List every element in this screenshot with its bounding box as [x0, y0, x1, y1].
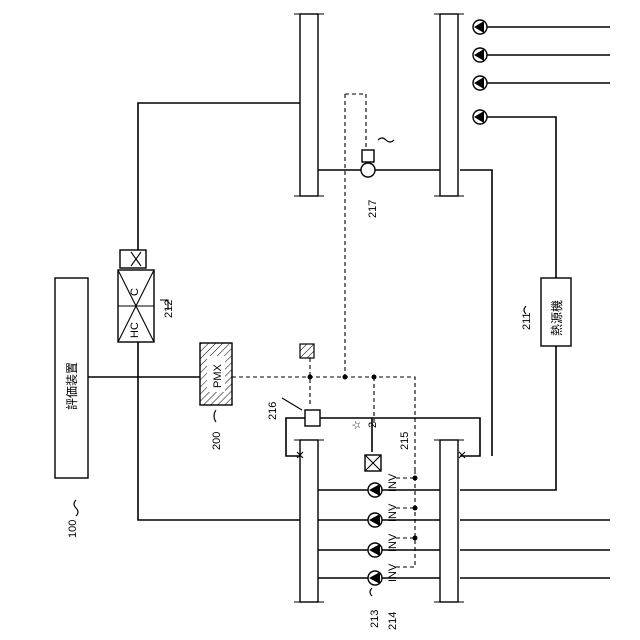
- pipe-ahu-supply: [138, 103, 300, 250]
- air-handling-unit: C HC 212: [118, 250, 175, 342]
- ref-215: 215: [399, 432, 411, 450]
- sensor-box: [300, 344, 314, 358]
- top-pumps: [473, 20, 487, 124]
- flow-meter-216: 216: [267, 398, 320, 426]
- pump-inv-4: [368, 571, 382, 585]
- valve-217: 217: [361, 138, 394, 218]
- ref-213: 213: [369, 610, 381, 628]
- inv-label-3: INV: [387, 533, 399, 552]
- pump-inv-1: [368, 483, 382, 497]
- valve-217-body: [361, 163, 375, 177]
- ref-212: 212: [163, 300, 175, 318]
- pump-inv-3: [368, 543, 382, 557]
- header-top-right: [440, 14, 458, 196]
- ref-100: 100: [67, 520, 79, 538]
- leader-100: [74, 500, 78, 516]
- x-mark-right: [459, 452, 465, 458]
- control-lines: [232, 94, 418, 567]
- control-valve-215: ☆ 2 215: [351, 420, 411, 471]
- inv-label-2: INV: [387, 503, 399, 522]
- pump-top-3: [473, 76, 487, 90]
- signal-217: [378, 138, 394, 142]
- heat-source: 熱源機 211: [521, 278, 571, 346]
- valve-217-actuator: [362, 150, 374, 162]
- dash-pmx-bus: [232, 377, 415, 470]
- evaluation-device: 評価装置 100: [55, 278, 88, 538]
- ahu-valve-actuator: [120, 250, 146, 268]
- ref-216: 216: [267, 402, 279, 420]
- inv-label-1: INV: [387, 473, 399, 492]
- inv-label-4: INV: [387, 563, 399, 582]
- evaluation-device-label: 評価装置: [64, 362, 79, 410]
- pump-top-2: [473, 48, 487, 62]
- pmx-unit: PMX 200: [200, 343, 232, 450]
- pmx-label: PMX: [212, 364, 224, 389]
- pipe-right-loop: [460, 170, 492, 456]
- dash-217: [345, 94, 366, 150]
- ref-200: 200: [211, 432, 223, 450]
- pump-top-1: [473, 20, 487, 34]
- heat-source-label: 熱源機: [549, 300, 564, 336]
- header-bottom-left: [300, 440, 318, 602]
- leader-216: [282, 398, 302, 410]
- header-bottom-right: [440, 440, 458, 602]
- ahu-label-hc: HC: [129, 322, 141, 338]
- leader-213: [370, 588, 372, 596]
- leader-200: [214, 410, 216, 422]
- valve-2: 2: [367, 422, 379, 428]
- ref-217: 217: [367, 200, 379, 218]
- ahu-label-c: C: [129, 288, 141, 296]
- pump-top-4: [473, 110, 487, 124]
- ref-211: 211: [521, 312, 533, 330]
- pump-inv-2: [368, 513, 382, 527]
- flow-meter-body: [305, 410, 320, 426]
- header-top-left: [300, 14, 318, 196]
- ref-214: 214: [387, 612, 399, 630]
- valve-star: ☆: [351, 420, 363, 430]
